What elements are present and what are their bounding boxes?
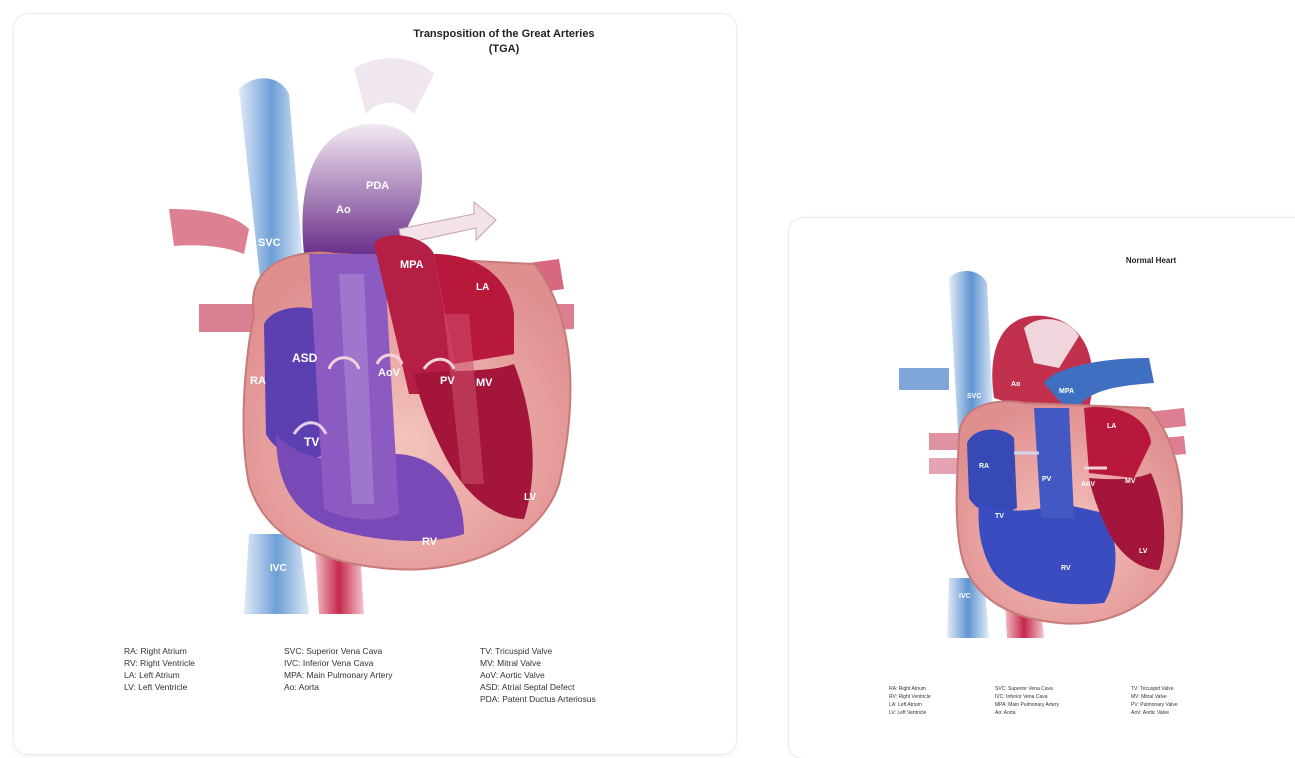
- legend-item: RA: Right Atrium: [889, 686, 926, 692]
- tga-legend: RA: Right Atrium RV: Right Ventricle LA:…: [124, 646, 596, 704]
- legend-item: SVC: Superior Vena Cava: [995, 686, 1053, 692]
- tga-heart-illustration: SVC IVC Ao PDA MPA LA RA ASD AoV PV MV T…: [14, 14, 736, 754]
- label-ra: RA: [979, 463, 989, 470]
- label-rv: RV: [1061, 565, 1071, 572]
- label-mpa: MPA: [1059, 388, 1074, 395]
- label-pv: PV: [1042, 476, 1052, 483]
- label-ivc: IVC: [270, 563, 287, 574]
- legend-item: LV: Left Ventricle: [889, 710, 926, 716]
- label-mv: MV: [1125, 478, 1136, 485]
- legend-item: RV: Right Ventricle: [124, 658, 195, 668]
- label-ra: RA: [250, 375, 266, 387]
- legend-item: MPA: Main Pulmonary Artery: [284, 670, 393, 680]
- legend-item: PDA: Patent Ductus Arteriosus: [480, 694, 596, 704]
- tga-title-line2: (TGA): [489, 43, 520, 55]
- legend-item: SVC: Superior Vena Cava: [284, 646, 383, 656]
- legend-item: TV: Tricuspid Valve: [1131, 686, 1174, 692]
- legend-item: IVC: Inferior Vena Cava: [284, 658, 374, 668]
- inferior-vena-cava: [244, 534, 309, 614]
- normal-heart-card: SVC IVC Ao MPA LA RA PV AoV MV TV RV LV …: [789, 218, 1295, 758]
- legend-item: MV: Mitral Valve: [480, 658, 541, 668]
- label-asd: ASD: [292, 351, 318, 365]
- legend-item: LA: Left Atrium: [124, 670, 180, 680]
- label-ivc: IVC: [959, 593, 971, 600]
- label-la: LA: [476, 282, 489, 293]
- label-ao: Ao: [336, 204, 351, 216]
- label-aov: AoV: [1081, 481, 1095, 488]
- legend-item: ASD: Atrial Septal Defect: [480, 682, 575, 692]
- legend-item: RV: Right Ventricle: [889, 694, 931, 700]
- normal-title: Normal Heart: [1126, 256, 1177, 265]
- legend-item: LV: Left Ventricle: [124, 682, 188, 692]
- legend-item: AoV: Aortic Valve: [1131, 710, 1169, 716]
- legend-item: Ao: Aorta: [284, 682, 319, 692]
- label-svc: SVC: [258, 237, 281, 249]
- tga-diagram-card: SVC IVC Ao PDA MPA LA RA ASD AoV PV MV T…: [14, 14, 736, 754]
- legend-item: MV: Mitral Valve: [1131, 694, 1167, 700]
- right-atrium: [967, 430, 1017, 514]
- label-lv: LV: [1139, 548, 1148, 555]
- normal-heart-illustration: SVC IVC Ao MPA LA RA PV AoV MV TV RV LV …: [789, 218, 1295, 758]
- legend-item: LA: Left Atrium: [889, 702, 922, 708]
- legend-item: AoV: Aortic Valve: [480, 670, 545, 680]
- legend-item: IVC: Inferior Vena Cava: [995, 694, 1048, 700]
- tga-title-line1: Transposition of the Great Arteries: [413, 28, 594, 40]
- label-pv: PV: [440, 375, 455, 387]
- label-tv: TV: [995, 513, 1004, 520]
- label-lv: LV: [524, 492, 536, 503]
- label-tv: TV: [304, 435, 319, 449]
- left-pulmonary-veins: [169, 209, 249, 254]
- normal-legend: RA: Right Atrium RV: Right Ventricle LA:…: [889, 686, 1178, 716]
- label-rv: RV: [422, 536, 438, 548]
- legend-item: PV: Pulmonary Valve: [1131, 702, 1178, 708]
- legend-item: TV: Tricuspid Valve: [480, 646, 553, 656]
- label-mpa: MPA: [400, 259, 424, 271]
- legend-item: MPA: Main Pulmonary Artery: [995, 702, 1059, 708]
- label-aov: AoV: [378, 367, 401, 379]
- legend-item: RA: Right Atrium: [124, 646, 187, 656]
- label-pda: PDA: [366, 180, 389, 192]
- legend-item: Ao: Aorta: [995, 710, 1016, 716]
- label-la: LA: [1107, 423, 1116, 430]
- label-ao: Ao: [1011, 381, 1020, 388]
- label-svc: SVC: [967, 393, 981, 400]
- label-mv: MV: [476, 377, 493, 389]
